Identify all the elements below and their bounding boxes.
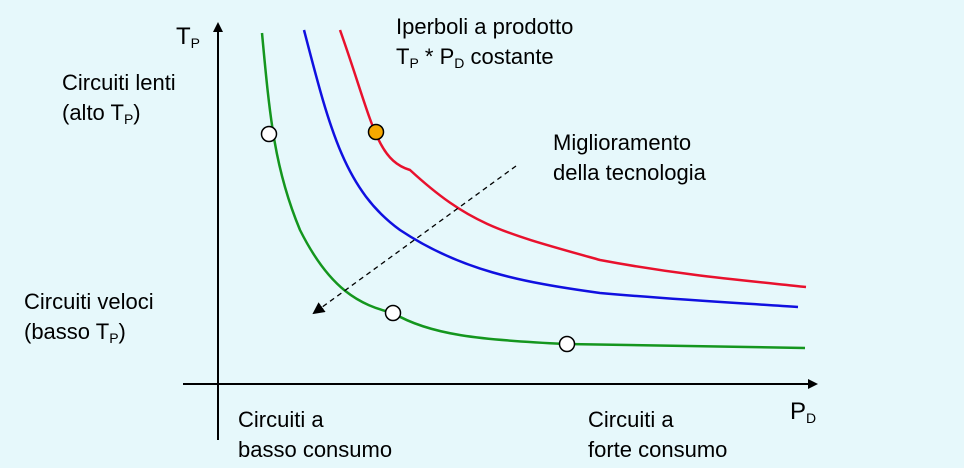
green-curve-mid-marker	[384, 304, 402, 322]
fast-circuits-label: Circuiti veloci (basso TP)	[24, 287, 154, 347]
slow-circuits-label: Circuiti lenti (alto TP)	[62, 68, 176, 128]
high-power-line2: forte consumo	[588, 437, 728, 462]
green-curve-right-marker	[558, 335, 576, 353]
y-axis-label: TP	[176, 23, 201, 51]
high-power-label: Circuiti a forte consumo	[588, 405, 727, 465]
blue-hyperbola-curve	[302, 29, 799, 309]
technology-improvement-arrow	[312, 165, 517, 315]
hyperbola-title-line2: TP * PD costante	[396, 44, 554, 71]
fast-line2: (basso TP)	[24, 319, 126, 346]
green-curve-top-marker	[260, 125, 278, 143]
slow-line2: (alto TP)	[62, 100, 141, 127]
technology-line2: della tecnologia	[553, 160, 706, 185]
technology-improvement-label: Miglioramento della tecnologia	[553, 128, 706, 188]
hyperbola-title: Iperboli a prodotto TP * PD costante	[396, 12, 573, 72]
red-curve-marker	[367, 123, 385, 141]
low-power-label: Circuiti a basso consumo	[238, 405, 392, 465]
low-power-line2: basso consumo	[238, 437, 393, 462]
fast-line1: Circuiti veloci	[24, 289, 154, 314]
x-axis-label: PD	[790, 398, 817, 426]
technology-line1: Miglioramento	[553, 130, 692, 155]
slow-line1: Circuiti lenti	[62, 70, 176, 95]
green-hyperbola-curve	[260, 32, 806, 350]
high-power-line1: Circuiti a	[588, 407, 674, 432]
low-power-line1: Circuiti a	[238, 407, 324, 432]
hyperbola-title-line1: Iperboli a prodotto	[396, 14, 574, 39]
